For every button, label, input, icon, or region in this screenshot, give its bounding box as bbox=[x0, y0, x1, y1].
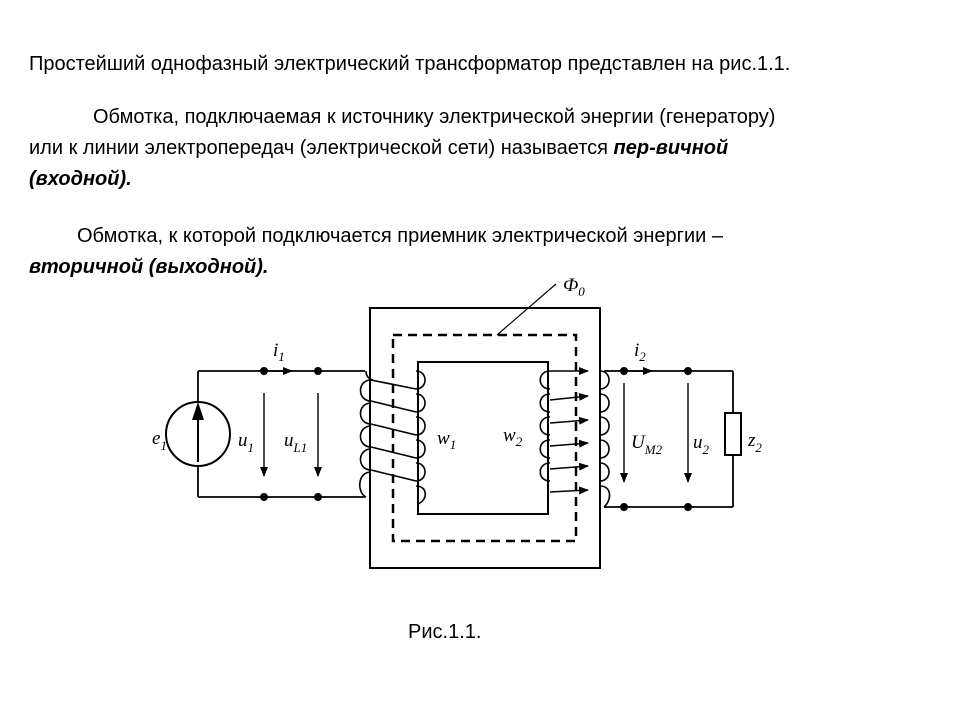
primary-term: пер-вичной bbox=[613, 137, 729, 159]
primary-line-2: или к линии электропередач (электрическо… bbox=[29, 133, 775, 164]
current-i1-label: i1 bbox=[273, 340, 285, 364]
voltage-u1-label: u1 bbox=[238, 430, 254, 455]
voltage-u2-label: u2 bbox=[693, 432, 710, 457]
figure-caption: Рис.1.1. bbox=[408, 621, 482, 643]
load-z2 bbox=[724, 412, 742, 456]
primary-nodes bbox=[260, 367, 322, 501]
secondary-line-1: Обмотка, к которой подключается приемник… bbox=[77, 225, 723, 247]
intro-paragraph: Простейший однофазный электрический тран… bbox=[29, 53, 791, 75]
primary-winding-paragraph: Обмотка, подключаемая к источнику электр… bbox=[29, 102, 775, 195]
voltage-uL1-label: uL1 bbox=[284, 430, 307, 455]
primary-term-note: (входной). bbox=[29, 168, 132, 190]
secondary-winding-paragraph: Обмотка, к которой подключается приемник… bbox=[29, 221, 723, 283]
core-outer-edge bbox=[369, 307, 601, 569]
load-z2-label: z2 bbox=[747, 430, 762, 455]
secondary-term: вторичной (выходной). bbox=[29, 256, 269, 278]
source-e1 bbox=[165, 401, 231, 467]
voltage-UM2-label: UM2 bbox=[631, 432, 663, 457]
flux-leader-line bbox=[496, 283, 557, 336]
flux-label: Ф0 bbox=[563, 275, 585, 299]
transformer-core bbox=[369, 307, 601, 569]
turns-w2-label: w2 bbox=[503, 425, 523, 449]
primary-winding bbox=[359, 370, 427, 505]
flux-path-dashed bbox=[391, 333, 578, 543]
turns-w1-label: w1 bbox=[437, 428, 456, 452]
emf-e1-label: e1 bbox=[152, 428, 167, 453]
secondary-winding bbox=[539, 370, 611, 508]
secondary-nodes bbox=[620, 367, 692, 511]
core-window bbox=[417, 361, 549, 515]
secondary-arrows bbox=[620, 367, 692, 483]
primary-arrows bbox=[260, 367, 322, 477]
primary-line-1: Обмотка, подключаемая к источнику электр… bbox=[93, 106, 776, 128]
primary-line-2-text: или к линии электропередач (электрическо… bbox=[29, 137, 614, 159]
secondary-turn-arrows bbox=[549, 367, 589, 495]
current-i2-label: i2 bbox=[634, 340, 646, 364]
